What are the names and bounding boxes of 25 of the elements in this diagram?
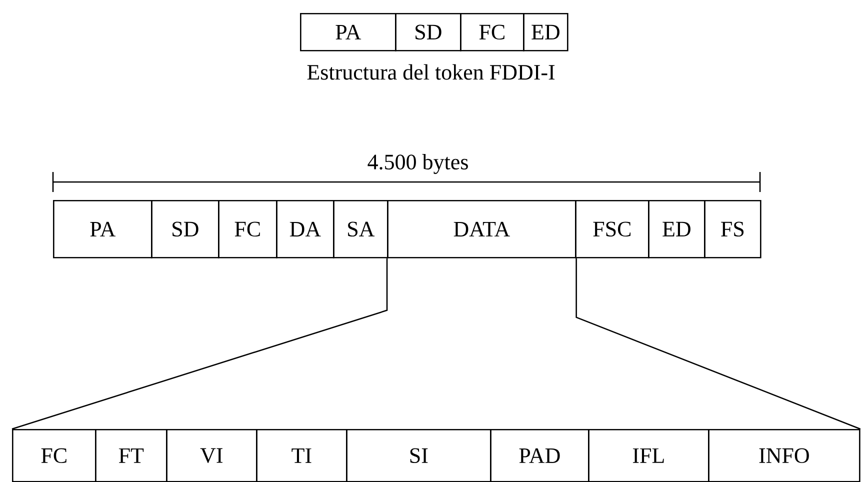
field-box: SD — [395, 13, 462, 52]
field-box: SD — [151, 200, 220, 258]
field-box: PA — [53, 200, 152, 258]
field-box: TI — [256, 429, 348, 482]
expansion-line — [576, 258, 861, 430]
field-box: DA — [276, 200, 334, 258]
field-box: VI — [166, 429, 258, 482]
field-box: SA — [333, 200, 388, 258]
field-box: PAD — [490, 429, 590, 482]
field-box: FSC — [575, 200, 650, 258]
field-box: FC — [218, 200, 278, 258]
field-box: FC — [460, 13, 524, 52]
field-box: IFL — [588, 429, 710, 482]
field-box: FC — [12, 429, 96, 482]
field-box: SI — [346, 429, 492, 482]
field-box: INFO — [708, 429, 860, 482]
field-box: PA — [300, 13, 396, 52]
caption: Estructura del token FDDI-I — [307, 64, 555, 80]
field-box: ED — [648, 200, 706, 258]
field-box: DATA — [387, 200, 576, 258]
field-box: FS — [704, 200, 762, 258]
expansion-line — [12, 258, 388, 430]
field-box: ED — [523, 13, 568, 52]
dimension-label: 4.500 bytes — [368, 154, 468, 174]
field-box: FT — [95, 429, 168, 482]
